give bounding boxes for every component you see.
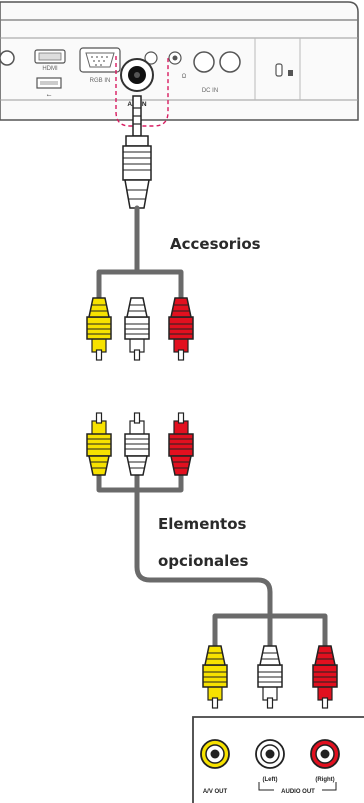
rca-plug-white-upper — [124, 297, 150, 361]
cables — [96, 205, 328, 651]
dc-label: DC IN — [202, 88, 218, 94]
rca-plug-yellow-upper — [86, 297, 112, 361]
rca-plug-white-device — [257, 645, 283, 709]
usb-icon: ⭠ — [47, 93, 52, 99]
rgb-port: RGB IN — [79, 47, 121, 84]
external-device: A/V OUT (Left) (Right) AUDIO OUT — [192, 716, 364, 803]
round-ports: DC IN — [193, 51, 241, 94]
audio-right-jack — [310, 739, 340, 769]
rca-plug-white-lower — [124, 412, 150, 476]
rca-plug-red-device — [312, 645, 338, 709]
av-out-jack — [200, 739, 230, 769]
av-jack-plug — [122, 95, 152, 209]
security-slot — [275, 63, 293, 77]
left-label: (Left) — [263, 777, 278, 783]
headphone-label: Ω — [182, 74, 187, 80]
rca-plug-red-lower — [168, 412, 194, 476]
optional-label-line1: Elementos — [158, 515, 247, 533]
rca-plug-yellow-device — [202, 645, 228, 709]
usb-port: ⭠ — [36, 77, 62, 99]
rgb-label: RGB IN — [90, 78, 111, 84]
hdmi-port: HDMI — [34, 49, 66, 72]
right-label: (Right) — [315, 777, 334, 783]
rca-plug-red-upper — [168, 297, 194, 361]
small-jacks: Ω — [144, 51, 187, 80]
accessories-label: Accesorios — [170, 235, 261, 253]
hdmi-label: HDMI — [42, 66, 58, 72]
audio-left-jack — [255, 739, 285, 769]
rca-plug-yellow-lower — [86, 412, 112, 476]
av-out-label: A/V OUT — [203, 789, 228, 795]
optional-label-line2: opcionales — [158, 552, 248, 570]
audio-out-label: AUDIO OUT — [281, 789, 315, 795]
